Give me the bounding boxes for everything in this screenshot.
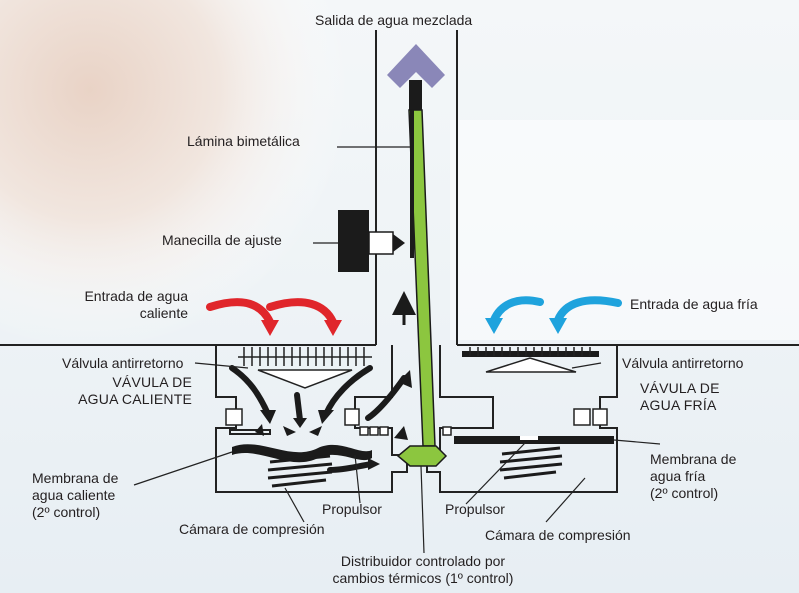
label-propeller-right: Propulsor [445, 501, 505, 517]
adjustment-knob-icon [338, 210, 405, 272]
cold-check-bar [462, 351, 599, 357]
label-hot-inlet: Entrada de agua caliente [60, 288, 188, 322]
hot-valve-body [215, 345, 408, 493]
label-outlet: Salida de agua mezclada [315, 12, 473, 28]
cold-valve-grid [469, 347, 591, 356]
label-hot-valve-line1: VÁVULA DE [112, 374, 192, 390]
cold-check-valve [485, 357, 577, 373]
cold-valve-blocks [442, 408, 608, 436]
label-cold-valve-line2: AGUA FRÍA [640, 397, 717, 413]
label-distributor: Distribuidor controlado por cambios térm… [292, 553, 554, 587]
label-propeller-left: Propulsor [322, 501, 382, 517]
label-bimetal: Lámina bimetálica [187, 133, 300, 149]
label-check-valve-right: Válvula antirretorno [622, 355, 744, 371]
label-chamber-left: Cámara de compresión [179, 521, 325, 537]
outlet-arrow [387, 44, 445, 88]
label-cold-valve-line1: VÁVULA DE [640, 380, 720, 396]
outlet-pipe [375, 30, 458, 345]
bimetal-top-block [409, 80, 422, 110]
label-check-valve-left: Válvula antirretorno [62, 355, 184, 371]
label-knob: Manecilla de ajuste [162, 232, 282, 248]
leader-lines [133, 146, 661, 554]
label-hot-membrane: Membrana de agua caliente (2º control) [32, 470, 118, 521]
cold-spring-icon [499, 446, 563, 480]
label-cold-membrane-line1: Membrana de [650, 451, 737, 467]
hot-spring-icon [267, 454, 333, 488]
label-hot-valve-line2: AGUA CALIENTE [78, 391, 192, 407]
label-hot-membrane-line3: (2º control) [32, 504, 101, 520]
hot-inlet-arrow [206, 298, 337, 326]
hot-valve-blocks [225, 408, 389, 436]
hot-check-valve [257, 369, 353, 389]
label-hot-valve: VÁVULA DE AGUA CALIENTE [52, 374, 192, 408]
label-cold-inlet: Entrada de agua fría [630, 296, 758, 312]
label-hot-membrane-line2: agua caliente [32, 487, 116, 503]
distributor-icon [396, 445, 448, 467]
label-cold-membrane: Membrana de agua fría (2º control) [650, 451, 736, 502]
label-chamber-right: Cámara de compresión [485, 527, 631, 543]
label-hot-membrane-line1: Membrana de [32, 470, 119, 486]
hot-valve-grid [238, 347, 372, 366]
label-distributor-line2: cambios térmicos (1º control) [332, 570, 514, 586]
label-cold-valve: VÁVULA DE AGUA FRÍA [640, 380, 720, 414]
hot-membrane [232, 444, 372, 463]
label-hot-inlet-line2: caliente [139, 305, 188, 321]
label-distributor-line1: Distribuidor controlado por [340, 553, 506, 569]
cold-inlet-arrow [490, 296, 622, 324]
label-cold-membrane-line2: agua fría [650, 468, 706, 484]
hot-flow-arrowheads [255, 370, 412, 470]
label-cold-membrane-line3: (2º control) [650, 485, 719, 501]
label-hot-inlet-line1: Entrada de agua [84, 288, 188, 304]
